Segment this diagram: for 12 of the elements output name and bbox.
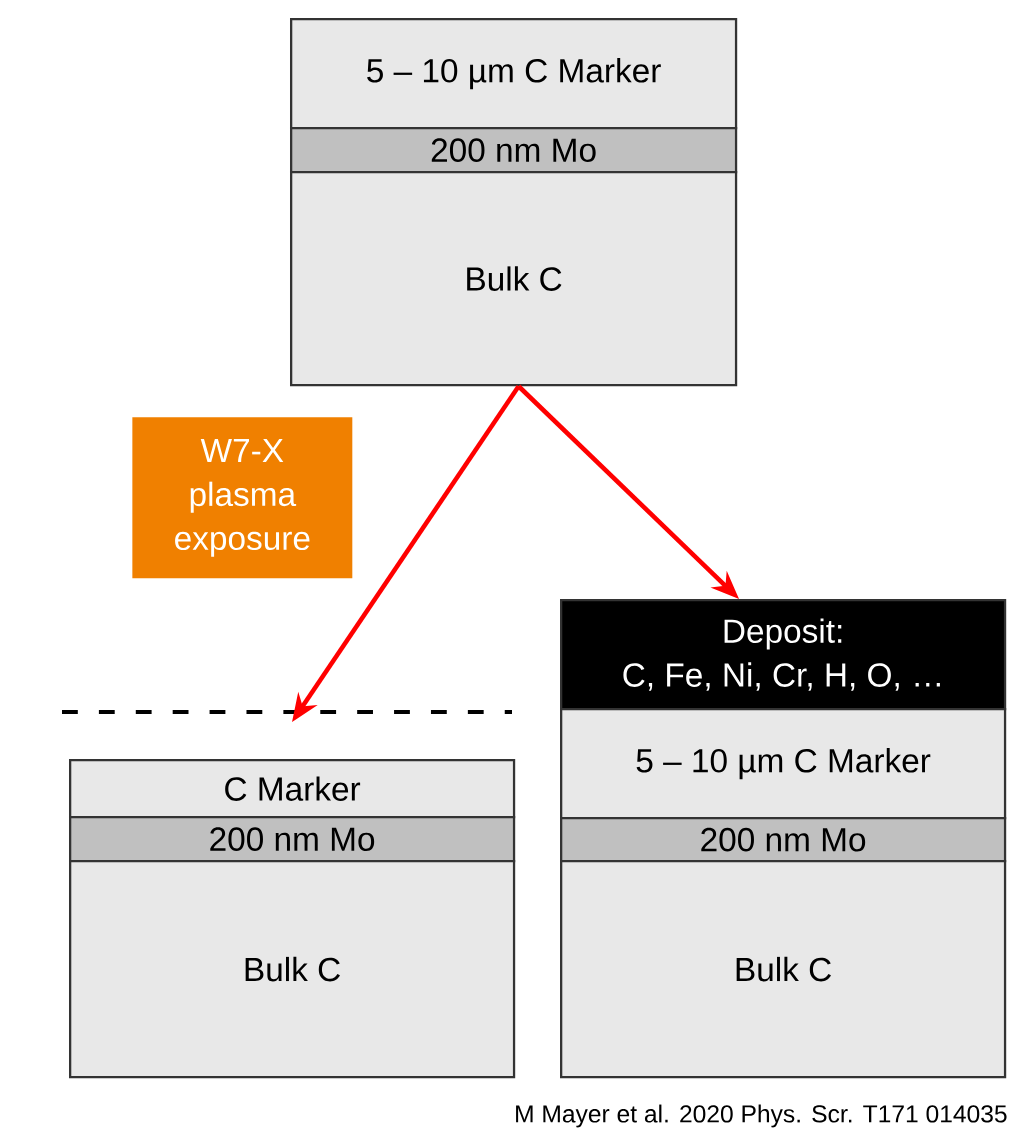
molybdenum-layer: 200 nm Mo [69, 816, 516, 863]
substrate-layer: Bulk C [290, 171, 738, 387]
citation: M Mayer et al. 2020 Phys. Scr. T171 014035 [516, 1104, 1007, 1128]
substrate-layer: Bulk C [560, 860, 1007, 1079]
molybdenum-layer: 200 nm Mo [560, 817, 1007, 863]
molybdenum-layer: 200 nm Mo [290, 127, 738, 174]
marker-layer: 5 – 10 µm C Marker [290, 18, 738, 130]
substrate-layer: Bulk C [69, 860, 516, 1079]
marker-layer: C Marker [69, 759, 516, 819]
marker-layer: 5 – 10 µm C Marker [560, 708, 1007, 820]
process-box: W7-X plasma exposure [132, 417, 353, 579]
deposit-layer: Deposit: C, Fe, Ni, Cr, H, O, … [560, 599, 1007, 711]
